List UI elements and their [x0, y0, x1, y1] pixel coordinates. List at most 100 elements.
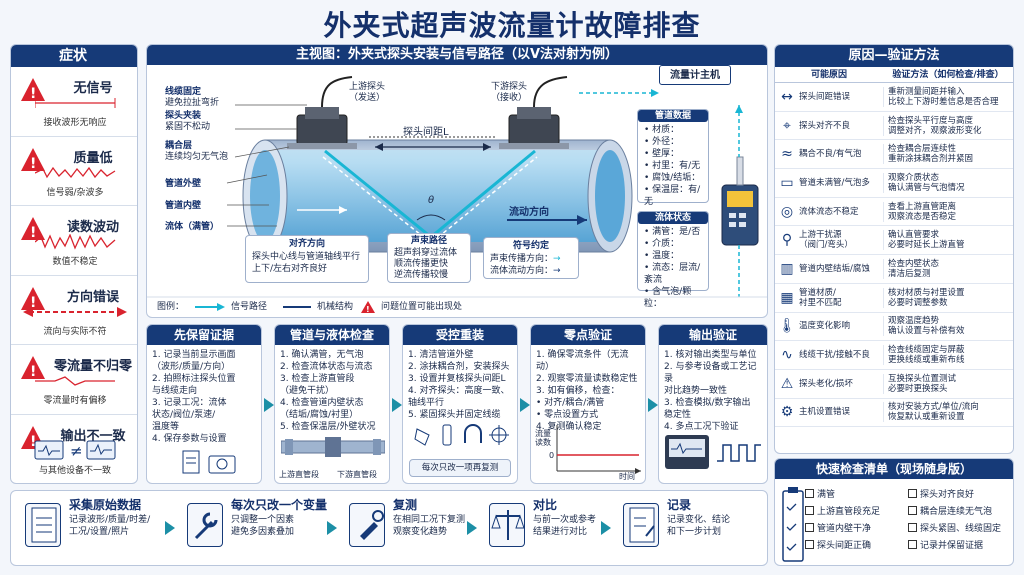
pipe-data-header: 管道数据: [638, 110, 708, 122]
cause-row: ⌖探头对齐不良检查探头平行度与高度 调整对齐，观察波形变化: [775, 112, 1013, 141]
beam-path-line-2: 顺流传播更快: [394, 259, 449, 269]
cause-text: 主机设置错误: [799, 407, 851, 418]
flow-step: 对比与前一次或参考结果进行对比: [533, 499, 596, 538]
pipe-data-item: • 衬里：有/无: [644, 161, 701, 171]
step-line: • 对齐/耦合/满管: [536, 398, 605, 408]
cause-icon: 🌡: [778, 318, 796, 335]
checklist-item[interactable]: 记录并保留证据: [908, 538, 1011, 551]
flow-arrow: [327, 521, 337, 535]
checklist-item[interactable]: 上游直管段充足: [805, 504, 908, 517]
signal-waveform-icon: [34, 165, 117, 185]
checkbox[interactable]: [908, 506, 917, 515]
signal-waveform-icon: [34, 95, 117, 115]
camera-icon: [181, 449, 241, 479]
spacing-label: 探头间距L: [403, 127, 449, 138]
checklist-item[interactable]: 探头间距正确: [805, 538, 908, 551]
step-line: 3. 设置并复核探头间距L: [408, 374, 506, 384]
signal-waveform-icon: [35, 373, 117, 393]
checkbox[interactable]: [908, 540, 917, 549]
checkbox[interactable]: [908, 523, 917, 532]
svg-text:!: !: [30, 156, 36, 172]
step-line: 4. 保存参数与设置: [152, 434, 227, 444]
step-line: 1. 清洁管道外壁: [408, 350, 474, 360]
pipe-label: 流体（满管）: [165, 222, 219, 233]
verify-text: 检查探头平行度与高度 调整对齐，观察波形变化: [883, 115, 1013, 136]
tools-icon: [413, 423, 509, 451]
zero-trend-chart: [535, 421, 643, 483]
fluid-state-header: 流体状态: [638, 212, 708, 224]
cause-row: ⚲上游干扰源 （阀门/弯头）确认直管要求 必要时延长上游直管: [775, 226, 1013, 256]
symptom-desc: 数值不稳定: [52, 257, 98, 267]
step-arrow: [520, 398, 530, 412]
checklist-item[interactable]: 满管: [805, 487, 908, 500]
cause-text: 耦合不良/有气泡: [799, 149, 862, 160]
checkbox[interactable]: [805, 506, 814, 515]
upstream-label: 上游探头 （发送）: [349, 82, 386, 103]
step-line: 1. 记录当前显示画面: [152, 350, 236, 360]
cause-row: ◎流体流态不稳定查看上游直管距离 观察流态是否稳定: [775, 198, 1013, 227]
checkbox[interactable]: [908, 489, 917, 498]
step-line: 3. 检查模拟/数字输出: [664, 398, 751, 408]
warning-icon: !: [20, 77, 46, 103]
step-line: 状态/阀位/泵速/: [152, 410, 216, 420]
step-line: 2. 拍照标注探头位置: [152, 374, 236, 384]
step-title: 受控重装: [403, 325, 517, 345]
pipe-label-desc: 紧固不松动: [165, 122, 211, 132]
step-line: 4. 对齐探头：高度一致、: [408, 386, 510, 396]
cause-icon: ≈: [781, 146, 793, 163]
flow-step-line: 在相同工况下复测: [393, 515, 466, 525]
beam-path-header: 声束路径: [410, 236, 447, 246]
step-arrow: [264, 398, 274, 412]
pipe-fluid: [265, 150, 610, 242]
checklist-item[interactable]: 管道内壁干净: [805, 521, 908, 534]
beam-path-line-1: 超声斜穿过流体: [394, 248, 458, 258]
fluid-state-item: • 介质：: [644, 239, 680, 249]
upstream-straight-label: 上游直管段: [279, 470, 319, 479]
svg-text:!: !: [30, 86, 36, 102]
cause-icon: ▭: [780, 174, 794, 191]
legend-issue: 问题位置可能出现处: [381, 302, 463, 312]
symptom-name: 读数波动: [66, 220, 119, 235]
pipe-data-item: • 腐蚀/结垢：: [644, 173, 701, 183]
checklist-item[interactable]: 探头对齐良好: [908, 487, 1011, 500]
quick-checklist-header: 快速检查清单（现场随身版）: [775, 459, 1013, 479]
verify-text: 观察温度趋势 确认设置与补偿有效: [883, 316, 1013, 337]
zero-chart-x-label: 时间: [619, 472, 635, 481]
symptom-item: !质量低信号弱/杂波多: [11, 137, 137, 206]
alignment-line-2: 上下/左右对齐良好: [252, 264, 328, 274]
step-line: 3. 记录工况：流体: [152, 398, 227, 408]
svg-text:!: !: [30, 434, 36, 450]
warning-icon: !: [20, 216, 46, 242]
verify-text: 核对材质与衬里设置 必要时调整参数: [883, 287, 1013, 308]
alignment-line-1: 探头中心线与管道轴线平行: [252, 252, 361, 262]
flow-step-line: 观察变化趋势: [393, 527, 448, 537]
straight-pipe-icon: [280, 433, 386, 463]
symptom-name: 无信号: [73, 81, 113, 96]
flow-step-line: 记录波形/质量/时差/: [69, 515, 151, 525]
wrench-icon: [187, 503, 223, 547]
flow-arrow: [467, 521, 477, 535]
checkbox[interactable]: [805, 540, 814, 549]
pipe-data-item: • 外径：: [644, 137, 680, 147]
causes-panel: 原因—验证方法 可能原因 验证方法（如何检查/排查） ↔探头间距错误重新测量间距…: [774, 44, 1014, 454]
symptom-item: !方向错误流向与实际不符: [11, 276, 137, 345]
checklist-label: 管道内壁干净: [817, 524, 872, 534]
downstream-transducer: [499, 76, 569, 149]
causes-header: 原因—验证方法: [775, 45, 1013, 67]
step-line: 1. 核对输出类型与单位: [664, 350, 757, 360]
checklist-item[interactable]: 探头紧固、线缆固定: [908, 521, 1011, 534]
checkbox[interactable]: [805, 523, 814, 532]
checklist-item[interactable]: 耦合层连续无气泡: [908, 504, 1011, 517]
symptom-name: 方向错误: [66, 289, 119, 305]
symbols-beam: 声束传播方向：: [490, 254, 554, 264]
pipe-label: 管道内壁: [165, 201, 201, 212]
pipe-label-title: 线缆固定: [165, 87, 202, 97]
verify-text: 检查线缆固定与屏蔽 更换线缆或重新布线: [883, 345, 1013, 366]
signal-waveform-icon: [34, 233, 117, 254]
cause-text: 流体流态不稳定: [799, 206, 859, 217]
cause-row: ⚙主机设置错误核对安装方式/单位/流向 恢复默认或重新设置: [775, 399, 1013, 428]
checkbox[interactable]: [805, 489, 814, 498]
cause-row: ▦管道材质/ 衬里不匹配核对材质与衬里设置 必要时调整参数: [775, 284, 1013, 313]
